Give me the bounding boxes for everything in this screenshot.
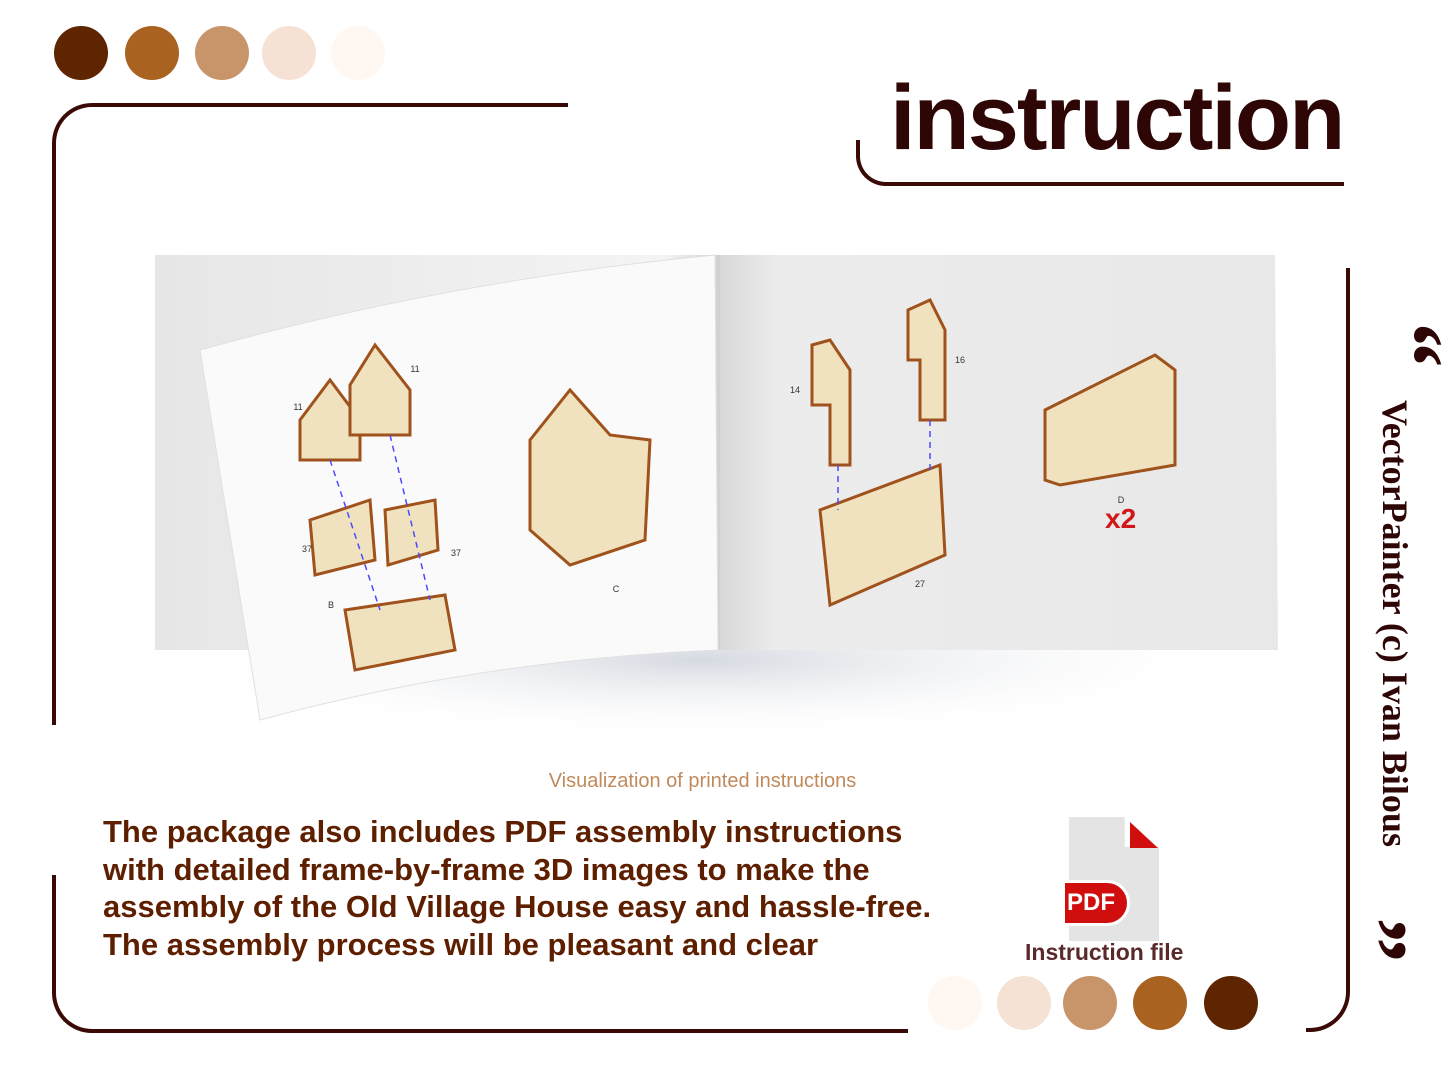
part-label: 37 (302, 544, 312, 554)
quote-open-icon: “ (1362, 323, 1445, 368)
credit-text: VectorPainter (c) Ivan Bilous (1375, 400, 1415, 847)
multiplier-label: x2 (1105, 503, 1136, 534)
part-label: 14 (790, 385, 800, 395)
house-parts-left (298, 342, 652, 672)
instruction-book-illustration: 11 11 37 37 B C 14 16 27 D x2 (140, 254, 1278, 740)
swatch-beige (262, 26, 316, 80)
quote-close-icon: ” (1325, 917, 1425, 963)
turning-page (199, 254, 719, 721)
part-label: C (613, 584, 620, 594)
part-label: D (1118, 495, 1125, 505)
description-line: with detailed frame-by-frame 3D images t… (103, 851, 870, 887)
description-line: The package also includes PDF assembly i… (103, 814, 903, 849)
frame-bottom-left (52, 875, 908, 1033)
part-label: 16 (955, 355, 965, 365)
swatch-brown (125, 26, 179, 80)
description-line: The assembly process will be pleasant an… (103, 926, 819, 962)
part-label: B (328, 600, 334, 610)
part-label: 11 (410, 364, 419, 374)
swatch-brown (1133, 976, 1187, 1030)
part-label: 11 (293, 402, 302, 412)
book-right-page (720, 255, 1278, 650)
frame-top-left (52, 103, 568, 725)
pdf-label: Instruction file (1025, 939, 1184, 965)
swatch-tan (1063, 976, 1117, 1030)
swatch-beige (997, 976, 1051, 1030)
caption: Visualization of printed instructions (548, 770, 857, 792)
description: The package also includes PDF assembly i… (103, 813, 1023, 963)
page-title: instruction (890, 67, 1345, 169)
pdf-badge: PDF (1062, 880, 1130, 926)
swatch-dark-brown (54, 26, 108, 80)
swatch-dark-brown (1204, 976, 1258, 1030)
part-label: 37 (451, 548, 461, 558)
swatch-cream (331, 26, 385, 80)
title-underline (856, 140, 1344, 186)
pdf-file-icon: PDF (1060, 817, 1160, 942)
swatch-cream (928, 976, 982, 1030)
swatch-tan (195, 26, 249, 80)
part-label: 27 (915, 579, 925, 589)
description-line: assembly of the Old Village House easy a… (103, 889, 932, 924)
house-parts-right (810, 298, 1177, 608)
